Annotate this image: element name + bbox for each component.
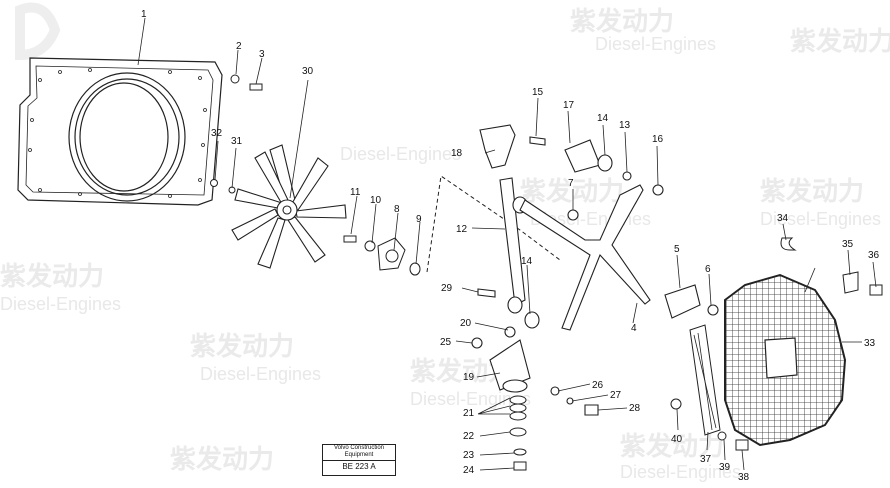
part-number-34: 34: [777, 213, 789, 224]
watermark-brand-en: Diesel-Engines: [0, 294, 121, 314]
watermark-brand-en: Diesel-Engines: [340, 144, 461, 164]
part-number-3: 3: [259, 49, 265, 60]
part-number-31: 31: [231, 136, 243, 147]
part-number-11: 11: [350, 187, 361, 198]
reference-box: Volvo Construction Equipment BE 223 A: [322, 444, 396, 476]
part-number-33: 33: [864, 338, 876, 349]
part-number-17: 17: [563, 100, 575, 111]
part-number-22: 22: [463, 431, 475, 442]
reference-code: BE 223 A: [323, 460, 395, 471]
part-number-38: 38: [738, 472, 750, 483]
watermark-brand-cn: 紫发动力: [0, 261, 104, 292]
part-number-10: 10: [370, 195, 382, 206]
part-number-25: 25: [440, 337, 452, 348]
reference-line-2: Equipment: [344, 452, 374, 458]
part-number-9: 9: [416, 214, 422, 225]
watermark-brand-en: Diesel-Engines: [620, 462, 741, 482]
grille-drawing: [724, 273, 847, 447]
washer-stack-drawing: [509, 395, 527, 471]
part-number-24: 24: [463, 465, 475, 476]
part-number-27: 27: [610, 390, 622, 401]
watermark-brand-en: Diesel-Engines: [760, 209, 881, 229]
watermark-brand-cn: 紫发动力: [760, 176, 864, 207]
part-number-2: 2: [236, 41, 242, 52]
part-number-21: 21: [463, 408, 475, 419]
part-number-28: 28: [629, 403, 641, 414]
part-number-14: 14: [521, 256, 533, 267]
part-number-5: 5: [674, 244, 680, 255]
watermark-brand-cn: 紫发动力: [520, 176, 624, 207]
part-number-7: 7: [568, 178, 574, 189]
part-number-1: 1: [141, 9, 147, 20]
watermark-brand-cn: 紫发动力: [620, 431, 724, 462]
fan-shroud-drawing: [17, 57, 223, 206]
part-number-12: 12: [456, 224, 468, 235]
watermark-brand-en: Diesel-Engines: [410, 389, 531, 409]
rubber-strip-drawing: [670, 237, 883, 451]
part-labels: 1234567891011121314151617181920212223242…: [141, 9, 880, 483]
part-number-36: 36: [868, 250, 880, 261]
watermark-brand-cn: 紫发动力: [790, 26, 890, 57]
part-number-23: 23: [463, 450, 475, 461]
fan-drawing: [231, 144, 347, 269]
part-number-18: 18: [451, 148, 463, 159]
shroud-hardware-drawing: [210, 74, 421, 276]
leader-lines: [137, 17, 877, 471]
part-number-40: 40: [671, 434, 683, 445]
part-number-35: 35: [842, 239, 854, 250]
part-number-20: 20: [460, 318, 472, 329]
part-number-14: 14: [597, 113, 609, 124]
part-number-13: 13: [619, 120, 631, 131]
part-number-37: 37: [700, 454, 712, 465]
rod-mechanism-drawing: [471, 124, 719, 416]
watermark-brand-cn: 紫发动力: [170, 444, 274, 475]
center-line: [426, 175, 561, 273]
part-number-29: 29: [441, 283, 453, 294]
part-number-19: 19: [463, 372, 475, 383]
part-number-30: 30: [302, 66, 314, 77]
reference-line-1: Volvo Construction: [333, 445, 385, 451]
part-number-8: 8: [394, 204, 400, 215]
watermark-brand-en: Diesel-Engines: [595, 34, 716, 54]
part-number-4: 4: [631, 323, 637, 334]
watermark-brand-cn: 紫发动力: [570, 6, 674, 37]
watermark-brand-en: Diesel-Engines: [200, 364, 321, 384]
part-number-15: 15: [532, 87, 544, 98]
watermark-logo: [15, 2, 61, 61]
part-number-6: 6: [705, 264, 711, 275]
part-number-39: 39: [719, 462, 731, 473]
part-number-32: 32: [211, 128, 223, 139]
watermark-brand-cn: 紫发动力: [190, 331, 294, 362]
part-number-16: 16: [652, 134, 664, 145]
part-number-26: 26: [592, 380, 604, 391]
